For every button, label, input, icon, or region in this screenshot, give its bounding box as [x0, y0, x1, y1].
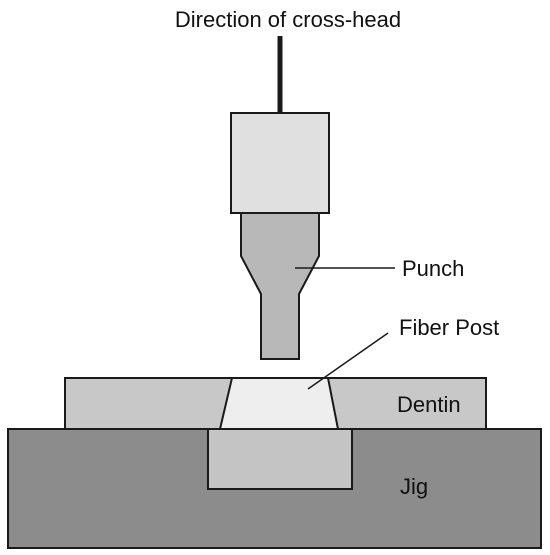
- dentin-label: Dentin: [397, 392, 461, 417]
- jig-recess: [207, 428, 353, 490]
- direction-label: Direction of cross-head: [175, 7, 401, 32]
- jig-label: Jig: [400, 474, 428, 499]
- fiber-post-leader-line: [307, 332, 389, 390]
- crosshead-block: [230, 112, 330, 214]
- fiber-post: [218, 377, 340, 430]
- fiber-post-label: Fiber Post: [399, 315, 499, 340]
- punch: [240, 212, 320, 360]
- punch-label: Punch: [402, 256, 464, 281]
